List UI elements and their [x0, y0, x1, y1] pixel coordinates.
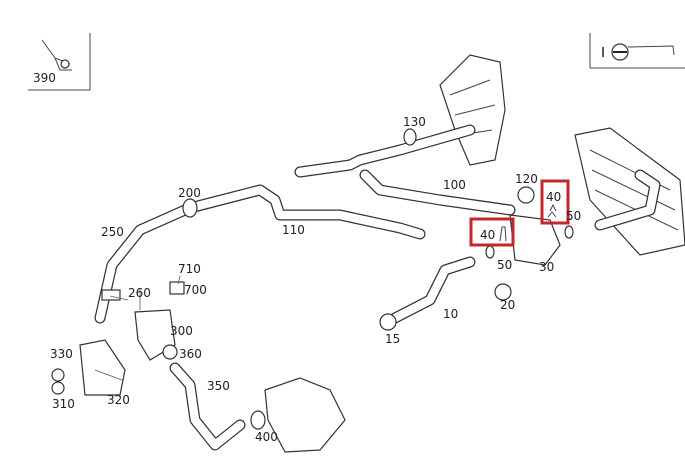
callout-50-upper[interactable]: 50 [566, 209, 581, 223]
callout-120[interactable]: 120 [515, 172, 538, 186]
bracket-260 [101, 289, 121, 301]
engine-housing [264, 377, 346, 453]
callout-40-upper[interactable]: 40 [546, 190, 561, 204]
callout-30[interactable]: 30 [539, 260, 554, 274]
connector-700 [169, 281, 185, 295]
callout-10[interactable]: 10 [443, 307, 458, 321]
callout-100[interactable]: 100 [443, 178, 466, 192]
inset-symbol [589, 33, 685, 69]
callout-50-lower[interactable]: 50 [497, 258, 512, 272]
bracket-320 [79, 339, 126, 396]
callout-700[interactable]: 700 [184, 283, 207, 297]
clamp-200 [182, 198, 198, 218]
callout-260[interactable]: 260 [128, 286, 151, 300]
callout-330[interactable]: 330 [50, 347, 73, 361]
callout-130[interactable]: 130 [403, 115, 426, 129]
callout-310[interactable]: 310 [52, 397, 75, 411]
hoses [94, 124, 661, 451]
clamp-360 [162, 344, 178, 360]
clamp-20 [494, 283, 512, 301]
clamp-130 [403, 128, 417, 146]
callout-20[interactable]: 20 [500, 298, 515, 312]
nut-330 [51, 368, 65, 382]
callout-360[interactable]: 360 [179, 347, 202, 361]
callout-390: 390 [33, 71, 56, 85]
leader-lines [94, 275, 181, 381]
clamp-120 [517, 186, 535, 204]
inset-part-390[interactable]: 390 [28, 33, 91, 91]
callout-350[interactable]: 350 [207, 379, 230, 393]
seal-50b [564, 225, 574, 239]
callout-710[interactable]: 710 [178, 262, 201, 276]
callout-250[interactable]: 250 [101, 225, 124, 239]
clip-40-icon [499, 226, 507, 242]
callout-200[interactable]: 200 [178, 186, 201, 200]
seal-400 [250, 410, 266, 430]
highlight-box-40-lower [469, 217, 515, 247]
callout-40-lower[interactable]: 40 [480, 228, 495, 242]
callout-400[interactable]: 400 [255, 430, 278, 444]
callout-15[interactable]: 15 [385, 332, 400, 346]
seal-50 [485, 245, 495, 259]
callout-300[interactable]: 300 [170, 324, 193, 338]
highlight-box-40-upper [540, 179, 570, 225]
heater-assembly [439, 54, 685, 256]
parts [51, 128, 574, 453]
callout-110[interactable]: 110 [282, 223, 305, 237]
clamp-15 [379, 313, 397, 331]
clip-40b-icon [547, 203, 557, 218]
callouts: 130 200 100 120 40 50 40 50 30 110 250 7… [50, 115, 581, 444]
nut-310 [51, 381, 65, 395]
callout-320[interactable]: 320 [107, 393, 130, 407]
